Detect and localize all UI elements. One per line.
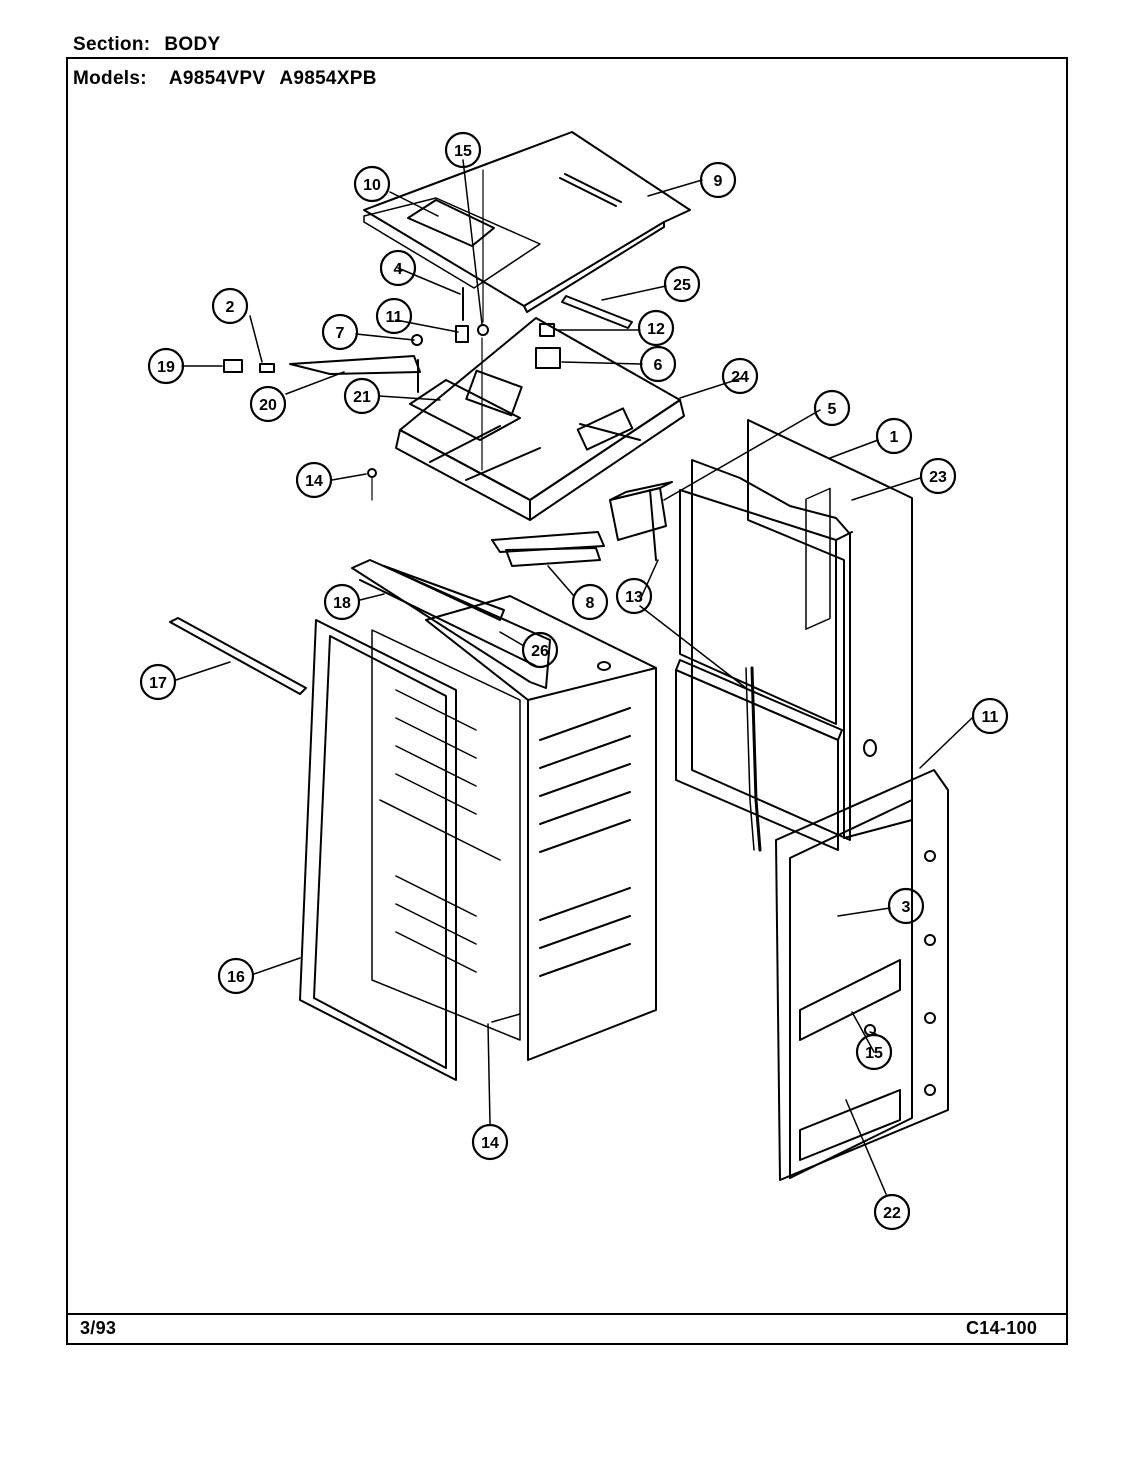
section-line: Section: BODY xyxy=(73,34,220,56)
leader-lines xyxy=(175,159,973,1195)
footer-rule xyxy=(66,1313,1068,1315)
svg-text:7: 7 xyxy=(336,325,345,342)
svg-text:17: 17 xyxy=(149,675,167,692)
svg-text:25: 25 xyxy=(673,277,691,294)
callout-3: 3 xyxy=(887,887,925,925)
callout-2: 2 xyxy=(211,287,249,325)
part-insulation xyxy=(675,659,843,851)
callout-14-bottom: 14 xyxy=(471,1123,509,1161)
callout-6: 6 xyxy=(639,345,677,383)
svg-text:19: 19 xyxy=(157,359,175,376)
section-label: Section: xyxy=(73,34,151,55)
svg-text:14: 14 xyxy=(305,473,323,490)
part-small-plate xyxy=(363,197,541,289)
footer-doc-number: C14-100 xyxy=(966,1318,1038,1338)
callout-10: 10 xyxy=(353,165,391,203)
callout-20: 20 xyxy=(249,385,287,423)
section-value: BODY xyxy=(164,34,221,55)
part-top-cover xyxy=(395,317,685,521)
model-1: A9854VPV xyxy=(168,68,266,89)
callout-7: 7 xyxy=(321,313,359,351)
part-bracket xyxy=(561,295,633,329)
svg-text:21: 21 xyxy=(353,389,371,406)
part-small-fasteners xyxy=(367,169,561,501)
callout-12: 12 xyxy=(637,309,675,347)
svg-text:5: 5 xyxy=(828,401,837,418)
callout-9: 9 xyxy=(699,161,737,199)
part-junction-box xyxy=(491,481,673,567)
callouts: 9 10 15 4 25 2 11 7 12 6 19 24 21 20 5 1… xyxy=(139,131,1009,1231)
svg-text:13: 13 xyxy=(625,589,643,606)
callout-14-top: 14 xyxy=(295,461,333,499)
svg-text:12: 12 xyxy=(647,321,665,338)
svg-text:26: 26 xyxy=(531,643,549,660)
callout-21: 21 xyxy=(343,377,381,415)
callout-18: 18 xyxy=(323,583,361,621)
callout-13: 13 xyxy=(615,577,653,615)
svg-text:16: 16 xyxy=(227,969,245,986)
callout-22: 22 xyxy=(873,1193,911,1231)
svg-text:14: 14 xyxy=(481,1135,499,1152)
diagram-frame xyxy=(66,57,1068,1345)
callout-1: 1 xyxy=(875,417,913,455)
svg-text:1: 1 xyxy=(890,429,899,446)
callout-23: 23 xyxy=(919,457,957,495)
svg-text:15: 15 xyxy=(865,1045,883,1062)
svg-text:9: 9 xyxy=(714,173,723,190)
callout-5: 5 xyxy=(813,389,851,427)
part-tube xyxy=(745,666,762,852)
svg-text:8: 8 xyxy=(586,595,595,612)
part-frame-rails xyxy=(351,559,551,689)
footer-date: 3/93 xyxy=(80,1318,117,1338)
svg-text:6: 6 xyxy=(654,357,663,374)
part-side-panel xyxy=(775,487,949,1181)
callout-25: 25 xyxy=(663,265,701,303)
callout-15-right: 15 xyxy=(855,1033,893,1071)
svg-text:4: 4 xyxy=(394,261,403,278)
part-top-panel xyxy=(363,131,691,313)
svg-text:2: 2 xyxy=(226,299,235,316)
part-oven-cavity xyxy=(371,595,657,1061)
models-label: Models: xyxy=(73,68,147,89)
svg-text:22: 22 xyxy=(883,1205,901,1222)
model-2: A9854XPB xyxy=(279,68,377,89)
svg-text:11: 11 xyxy=(982,709,999,726)
svg-text:11: 11 xyxy=(386,309,403,326)
part-front-frame xyxy=(299,619,457,1081)
svg-text:3: 3 xyxy=(902,899,911,916)
svg-text:10: 10 xyxy=(363,177,381,194)
callout-11-top: 11 xyxy=(375,297,413,335)
callout-19: 19 xyxy=(147,347,185,385)
svg-text:18: 18 xyxy=(333,595,351,612)
part-rod xyxy=(169,617,307,695)
callout-26: 26 xyxy=(521,631,559,669)
callout-16: 16 xyxy=(217,957,255,995)
part-latch-assembly xyxy=(223,355,421,393)
callout-17: 17 xyxy=(139,663,177,701)
models-line: Models: A9854VPV A9854XPB xyxy=(73,68,377,90)
svg-text:23: 23 xyxy=(929,469,947,486)
svg-text:20: 20 xyxy=(259,397,277,414)
part-rear-panel xyxy=(679,419,913,841)
callout-15-top: 15 xyxy=(444,131,482,169)
callout-24: 24 xyxy=(721,357,759,395)
svg-text:15: 15 xyxy=(454,143,472,160)
callout-4: 4 xyxy=(379,249,417,287)
svg-text:24: 24 xyxy=(731,369,749,386)
callout-8: 8 xyxy=(571,583,609,621)
callout-11-right: 11 xyxy=(971,697,1009,735)
